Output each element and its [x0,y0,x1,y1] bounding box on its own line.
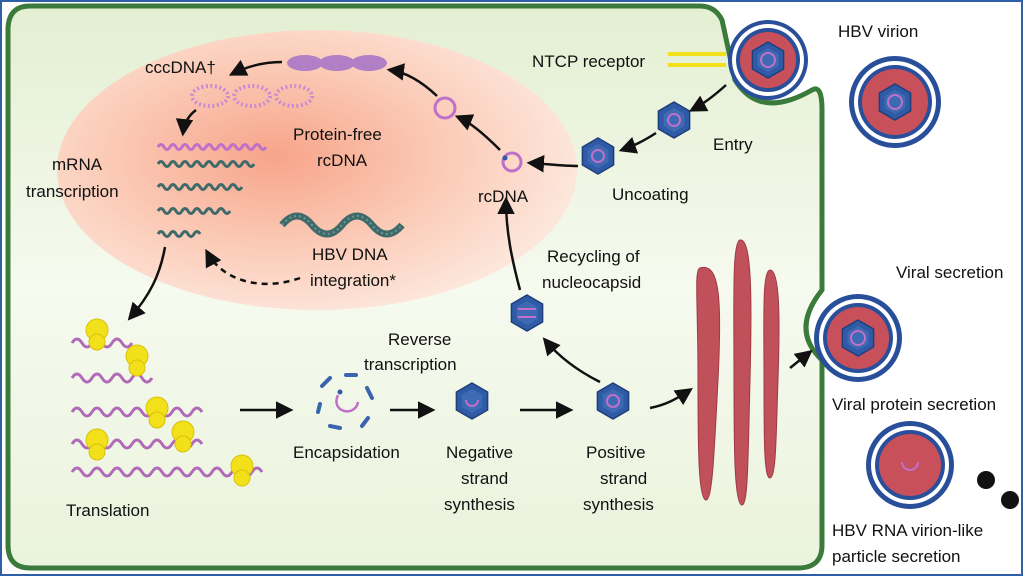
arrow-virion-to-entry [688,84,727,112]
label-positive-1: Positive [586,443,646,462]
protein-free-rcdna-strand [287,55,387,71]
endoplasmic-reticulum [696,239,780,506]
label-recycling-2: nucleocapsid [542,273,641,292]
arrow-rcdna-to-cccdna [228,59,283,76]
arrow-entry-to-uncoating [618,131,657,154]
subviral-particle-dot [1001,491,1019,509]
secreted-virion [814,294,902,382]
arrow-viral-secretion [789,349,813,369]
label-viral-protein-secretion: Viral protein secretion [832,395,996,414]
hbv-virion-entering [728,20,808,100]
label-cccdna: cccDNA† [145,58,216,77]
arrow-integration [205,248,301,286]
arrow-uncoating-to-rcdna [526,155,579,173]
label-negative-1: Negative [446,443,513,462]
label-viral-secretion: Viral secretion [896,263,1003,282]
arrow-cccdna-to-mrna [175,109,197,137]
label-translation: Translation [66,501,149,520]
arrow-rcdna-up [454,114,501,151]
ntcp-receptor [668,52,726,67]
label-integration-1: HBV DNA [312,245,388,264]
encapsidation-fragments [316,373,374,430]
label-recycling-1: Recycling of [547,247,640,266]
label-uncoating: Uncoating [612,185,689,204]
label-protein-free-2: rcDNA [317,151,368,170]
integrated-dna [279,212,405,238]
label-positive-2: strand [600,469,647,488]
label-rna-particle-1: HBV RNA virion-like [832,521,983,540]
rcdna-circle-lower [501,151,523,173]
label-encapsidation: Encapsidation [293,443,400,462]
arrow-positive-to-er [649,388,693,410]
subviral-particle-dot [977,471,995,489]
label-protein-free-1: Protein-free [293,125,382,144]
hbv-virion-free [849,56,941,148]
rcdna-circle-upper [433,96,457,120]
arrow-mrna-to-translation [127,246,167,321]
label-negative-3: synthesis [444,495,515,514]
label-reverse-2: transcription [364,355,457,374]
label-integration-2: integration* [310,271,396,290]
label-hbv-virion: HBV virion [838,22,918,41]
label-positive-3: synthesis [583,495,654,514]
label-rna-particle-2: particle secretion [832,547,961,566]
label-rcdna: rcDNA [478,187,529,206]
arrow-recycling-to-rcdna [497,196,522,291]
label-ntcp: NTCP receptor [532,52,645,71]
ribosomes [85,318,254,487]
mrna-transcripts [156,143,268,238]
cccdna-loops [190,84,314,108]
label-mrna-2: transcription [26,182,119,201]
label-entry: Entry [713,135,753,154]
label-mrna-1: mRNA [52,155,103,174]
arrow-positive-to-recycling [542,337,601,384]
arrow-rcdna-in [386,63,438,97]
nucleus [57,30,577,310]
label-reverse-1: Reverse [388,330,451,349]
rna-virion-like-particle [866,421,954,509]
label-negative-2: strand [461,469,508,488]
